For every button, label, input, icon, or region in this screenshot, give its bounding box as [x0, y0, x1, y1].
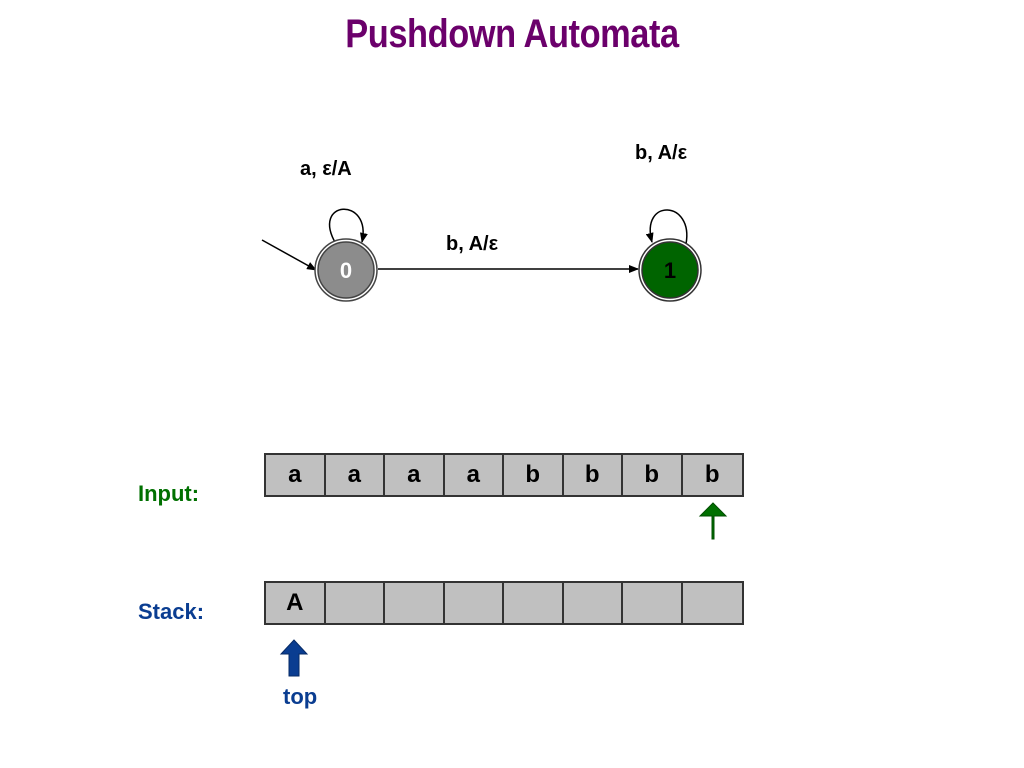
input-label: Input:	[138, 481, 200, 506]
page-title: Pushdown Automata	[345, 12, 679, 56]
transition-label-edge-0-1: b, A/ε	[446, 233, 499, 255]
stack-cell	[504, 583, 564, 623]
stack-top-label: top	[283, 684, 318, 709]
state-0[interactable]: 0	[314, 238, 378, 302]
stack-cell	[682, 583, 742, 623]
input-cell: a	[325, 455, 385, 495]
transition-label-loop-0: a, ε/A	[300, 158, 352, 180]
stack-cell	[444, 583, 504, 623]
start-arrow	[261, 239, 317, 271]
state-0-label: 0	[340, 258, 352, 283]
input-cell: a	[444, 455, 504, 495]
stack-cell	[385, 583, 445, 623]
input-cell: b	[623, 455, 683, 495]
stack-cell: A	[266, 583, 326, 623]
stack-cell	[563, 583, 623, 623]
state-1-label: 1	[664, 258, 676, 283]
state-1[interactable]: 1	[638, 238, 702, 302]
input-cell: b	[504, 455, 564, 495]
stack-top-arrow-icon	[279, 639, 309, 677]
loop-edge-state-1	[645, 209, 688, 245]
input-head-arrow-icon	[698, 502, 728, 540]
stack-label: Stack:	[138, 599, 205, 624]
stack-tape: A	[264, 581, 744, 625]
loop-edge-state-0	[328, 208, 368, 245]
input-cell: a	[266, 455, 326, 495]
input-cell: b	[682, 455, 742, 495]
input-cell: b	[563, 455, 623, 495]
transition-label-loop-1: b, A/ε	[635, 142, 688, 164]
input-cell: a	[385, 455, 445, 495]
stack-cell	[623, 583, 683, 623]
stack-cell	[325, 583, 385, 623]
